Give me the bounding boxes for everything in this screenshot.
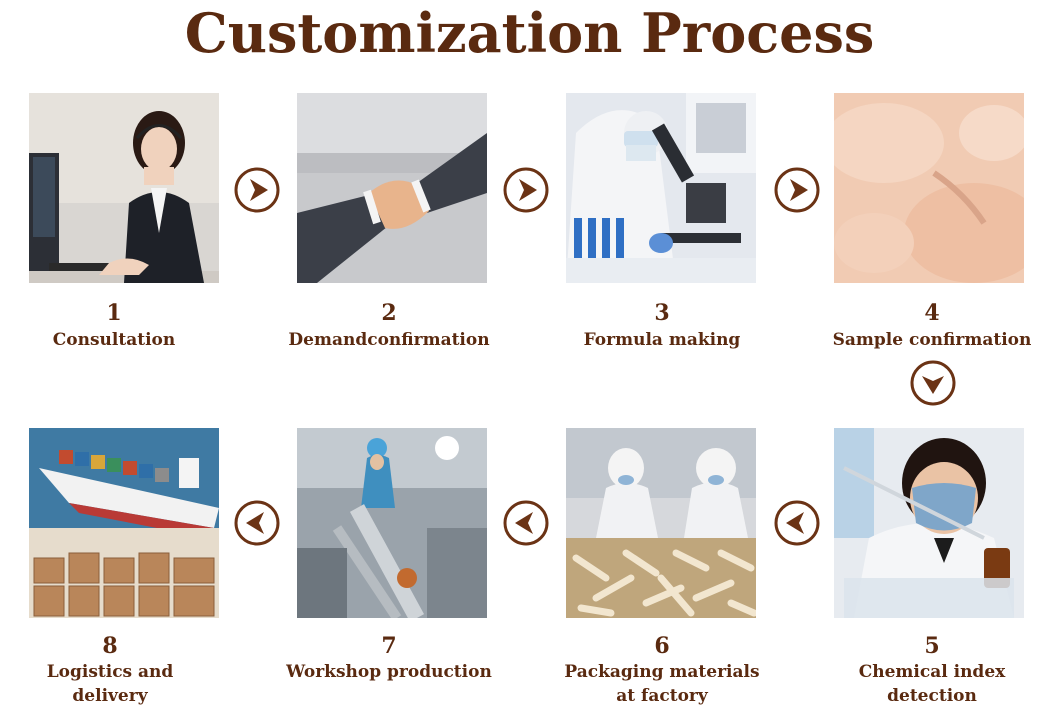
step-2-label: Demandconfirmation (288, 330, 490, 350)
step-5-label-line2: detection (887, 686, 977, 706)
step-2-number: 2 (381, 300, 397, 326)
step-4-image (834, 93, 1024, 283)
step-7-label: Workshop production (286, 662, 492, 682)
step-5-number: 5 (924, 633, 940, 659)
step-6-image (566, 428, 756, 618)
step-6-label-line1: Packaging materials (564, 662, 760, 682)
chevron-left-circle-icon (774, 500, 820, 546)
step-8-image (29, 428, 219, 618)
step-1-image (29, 93, 219, 283)
chevron-left-circle-icon (503, 500, 549, 546)
chevron-right-circle-icon (234, 167, 280, 213)
step-5-image (834, 428, 1024, 618)
step-7-image (297, 428, 487, 618)
step-7-number: 7 (381, 633, 397, 659)
step-1-label: Consultation (52, 330, 176, 350)
step-8-number: 8 (102, 633, 118, 659)
step-5-label-line1: Chemical index (858, 662, 1006, 682)
step-3-image (566, 93, 756, 283)
chevron-right-circle-icon (774, 167, 820, 213)
step-8-label-line1: Logistics and (46, 662, 174, 682)
page-title: Customization Process (184, 1, 875, 65)
step-3-number: 3 (654, 300, 670, 326)
step-8-label-line2: delivery (72, 686, 148, 706)
step-1-number: 1 (106, 300, 122, 326)
chevron-right-circle-icon (503, 167, 549, 213)
step-6-label-line2: at factory (616, 686, 708, 706)
step-6-number: 6 (654, 633, 670, 659)
step-4-label: Sample confirmation (832, 330, 1032, 350)
chevron-down-circle-icon (910, 360, 956, 406)
step-4-number: 4 (924, 300, 940, 326)
step-3-label: Formula making (583, 330, 741, 350)
step-2-image (297, 93, 487, 283)
chevron-left-circle-icon (234, 500, 280, 546)
